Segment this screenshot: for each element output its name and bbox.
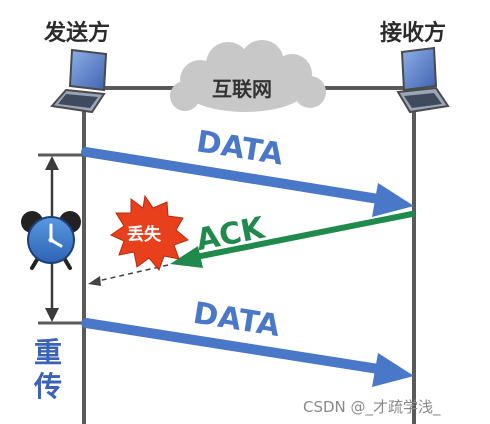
network-label: 互联网: [212, 77, 272, 101]
burst-icon: [109, 194, 189, 271]
receiver-laptop-icon: [396, 46, 450, 114]
retransmit-label-line1: 重: [34, 336, 62, 369]
ack-label: ACK: [193, 210, 269, 258]
cloud-icon: [170, 40, 326, 112]
alarm-clock-icon: [21, 211, 81, 270]
lost-badge-label: 丢失: [127, 224, 162, 245]
data-arrow-first: [81, 147, 414, 217]
data-arrow-second: [81, 318, 414, 387]
sender-label: 发送方: [43, 20, 110, 46]
receiver-label: 接收方: [380, 20, 446, 46]
watermark: CSDN @_才疏学浅_: [303, 398, 441, 417]
sender-laptop-icon: [50, 48, 108, 114]
retransmit-label-line2: 传: [33, 370, 62, 403]
timer-bracket: [38, 153, 84, 325]
ack-arrow: [170, 211, 415, 268]
lost-dashed-arrow: [88, 264, 169, 286]
data-label-first: DATA: [194, 124, 286, 172]
